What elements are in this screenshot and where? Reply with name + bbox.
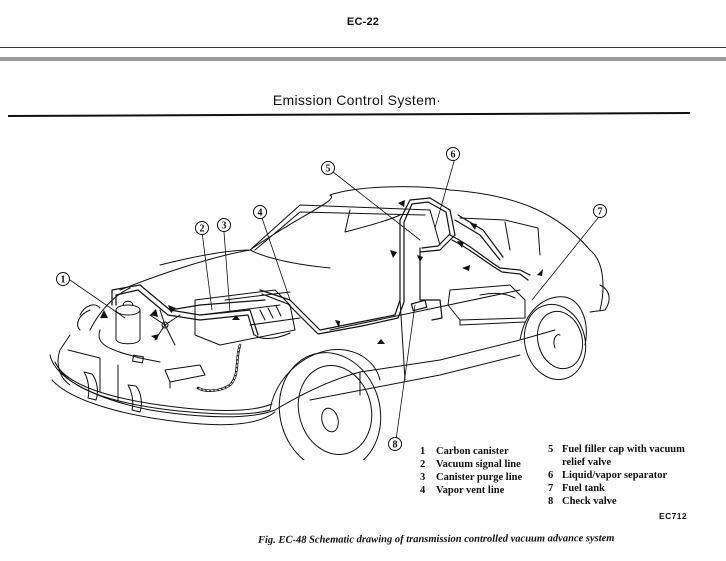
callout-leaders: [69, 157, 599, 441]
svg-text:6: 6: [451, 150, 456, 161]
callout-1: 1: [56, 272, 70, 286]
legend-label: Carbon canister: [436, 446, 509, 457]
legend-label: Canister purge line: [436, 472, 523, 483]
page-number: EC-22: [346, 16, 380, 28]
callout-7: 7: [593, 204, 607, 218]
legend-number: 2: [420, 459, 426, 470]
legend-item: 6 Liquid/vapor separator: [548, 469, 685, 482]
car-schematic-drawing: 1 2 3 4 5 6 7 8: [49, 147, 610, 460]
legend-label: relief valve: [562, 457, 612, 468]
figure-caption: Fig. EC-48 Schematic drawing of transmis…: [257, 533, 615, 546]
figure-code: EC712: [659, 511, 687, 521]
callout-4: 4: [253, 205, 267, 219]
flow-arrows: [100, 200, 543, 344]
callout-3: 3: [217, 218, 231, 232]
callout-6: 6: [446, 147, 460, 161]
legend-label: Fuel filler cap with vacuum: [562, 444, 685, 455]
legend-number: 8: [548, 496, 554, 507]
legend-item: 5 Fuel filler cap with vacuum: [548, 443, 685, 456]
legend-label: Liquid/vapor separator: [562, 470, 668, 481]
legend-item: 8 Check valve: [548, 495, 685, 508]
legend-label: Check valve: [562, 496, 617, 507]
svg-text:2: 2: [200, 224, 205, 235]
section-title: Emission Control System·: [272, 92, 442, 108]
legend-number: 3: [420, 472, 426, 483]
callout-2: 2: [195, 221, 209, 235]
callouts: 1 2 3 4 5 6 7 8: [56, 147, 607, 451]
legend-item: 1 Carbon canister: [420, 445, 522, 458]
legend-number: 5: [548, 444, 554, 455]
header-rule: [0, 47, 726, 48]
legend-right: 5 Fuel filler cap with vacuum relief valv…: [548, 443, 685, 508]
legend-item: relief valve: [548, 456, 685, 469]
legend-label: Vapor vent line: [436, 485, 505, 496]
section-title-rule: [7, 112, 690, 117]
legend-label: Vacuum signal line: [436, 459, 521, 470]
legend-number: 6: [548, 470, 554, 481]
legend-item: 3 Canister purge line: [420, 471, 522, 484]
legend-number: [548, 456, 562, 469]
header-band: [0, 57, 726, 61]
legend-item: 4 Vapor vent line: [420, 484, 522, 497]
legend-number: 4: [420, 485, 426, 496]
legend-number: 7: [548, 483, 554, 494]
svg-text:3: 3: [222, 221, 227, 232]
svg-text:5: 5: [326, 164, 331, 175]
svg-text:1: 1: [61, 275, 66, 286]
car-body-outline: [49, 186, 610, 460]
svg-text:8: 8: [393, 440, 398, 451]
callout-8: 8: [388, 437, 402, 451]
legend-number: 1: [420, 446, 426, 457]
legend-label: Fuel tank: [562, 483, 605, 494]
svg-text:7: 7: [598, 207, 603, 218]
legend-item: 2 Vacuum signal line: [420, 458, 522, 471]
legend-item: 7 Fuel tank: [548, 482, 685, 495]
svg-text:4: 4: [258, 208, 263, 219]
engine-bay-components: [98, 284, 526, 392]
callout-5: 5: [321, 161, 335, 175]
legend-left: 1 Carbon canister 2 Vacuum signal line 3 Ca…: [420, 445, 522, 497]
